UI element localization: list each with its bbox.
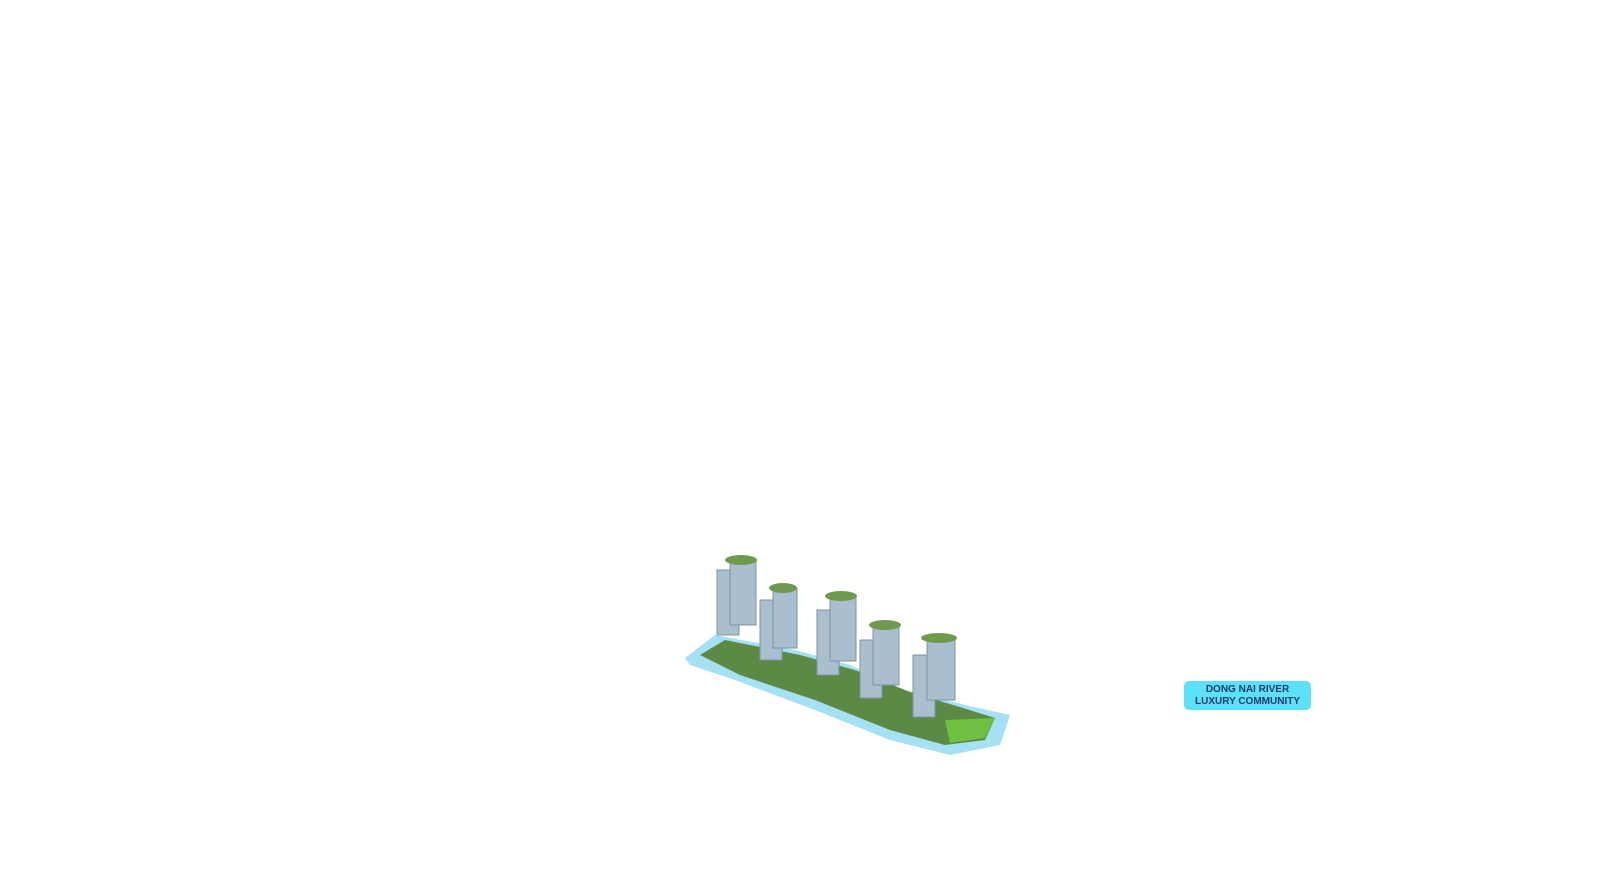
building-complex-image	[675, 540, 1015, 760]
label-line-1: DONG NAI RIVER	[1205, 683, 1290, 695]
label-line-2: LUXURY COMMUNITY	[1195, 695, 1300, 707]
dong-nai-river-label-button[interactable]: DONG NAI RIVER LUXURY COMMUNITY	[1184, 681, 1311, 710]
building-complex-icon	[685, 555, 1010, 755]
